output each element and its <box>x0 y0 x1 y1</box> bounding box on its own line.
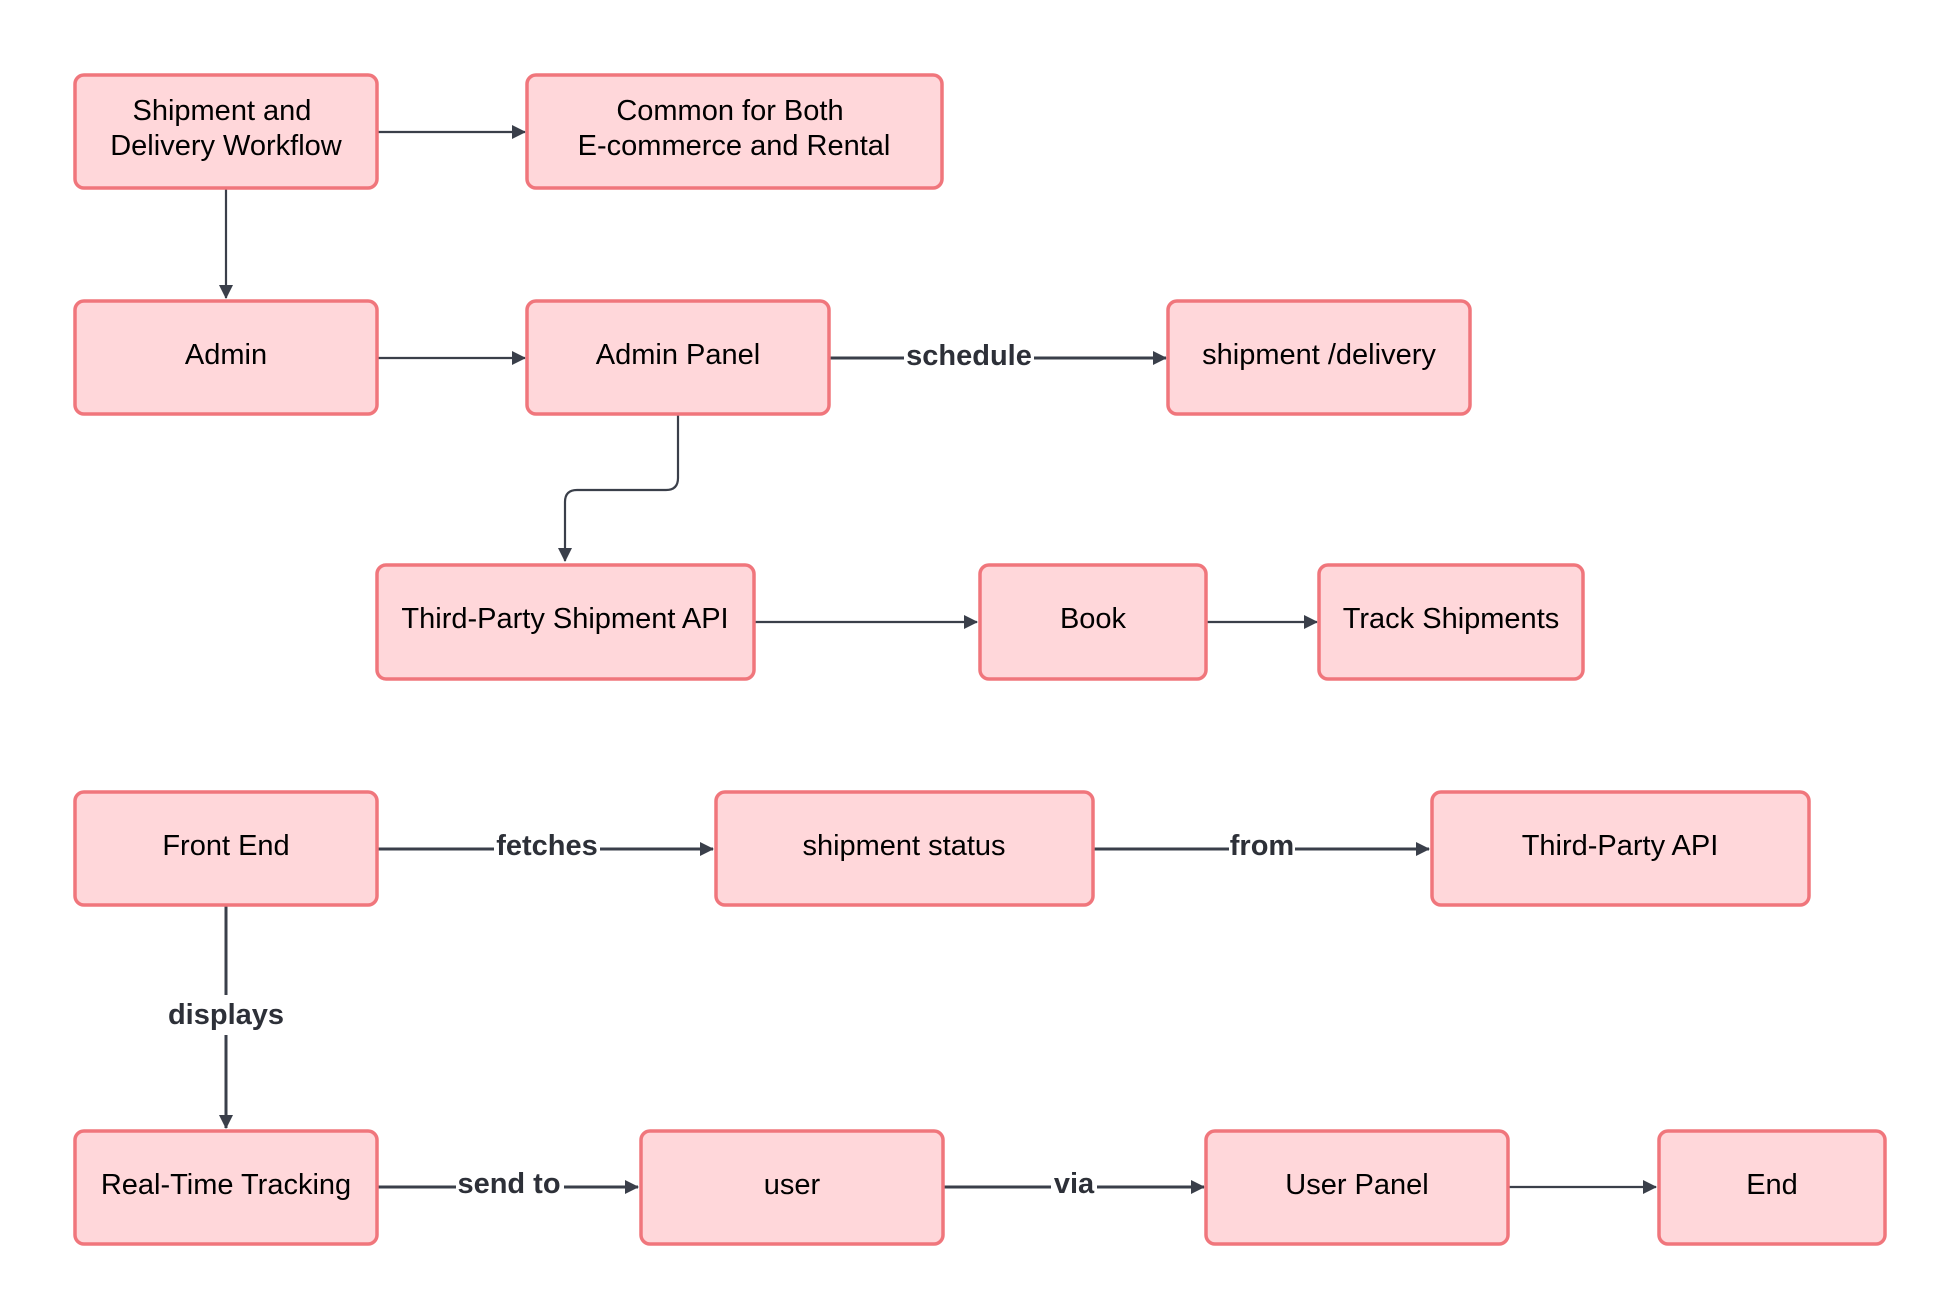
svg-text:Common for Both E-comm: Common for Both E-commerce and Rental <box>578 95 891 162</box>
node-admin-panel[interactable]: Admin Panel <box>525 299 831 416</box>
node-user-panel[interactable]: User Panel <box>1204 1129 1510 1246</box>
node-label-line: Admin <box>185 339 267 371</box>
node-label-line: E-commerce and Rental <box>578 130 891 162</box>
node-label-line: Book <box>1060 603 1127 635</box>
node-track-shipments[interactable]: Track Shipments <box>1317 563 1585 681</box>
node-shipment-delivery-workflow[interactable]: Shipment and Delivery Workflow <box>73 73 379 190</box>
svg-text:shipment status: shipment status <box>802 830 1005 862</box>
node-shipment-delivery[interactable]: shipment /delivery <box>1166 299 1472 416</box>
node-label-line: Common for Both <box>616 95 843 127</box>
edge-label-send-to: send to <box>457 1168 560 1200</box>
edge-label-fetches: fetches <box>496 830 598 862</box>
node-third-party-api[interactable]: Third-Party API <box>1430 790 1811 907</box>
svg-text:Real-Time Tracking: Real-Time Tracking <box>101 1169 351 1201</box>
node-real-time-tracking[interactable]: Real-Time Tracking <box>73 1129 379 1246</box>
node-label-line: Third-Party API <box>1522 830 1719 862</box>
node-user[interactable]: user <box>639 1129 945 1246</box>
svg-text:Third-Party Shipment API: Third-Party Shipment API <box>401 603 728 635</box>
svg-text:shipment /delivery: shipment /delivery <box>1202 339 1436 371</box>
node-label-line: Shipment and <box>132 95 311 127</box>
node-label-line: End <box>1746 1169 1798 1201</box>
node-label-line: Delivery Workflow <box>110 130 343 162</box>
node-label-line: user <box>764 1169 821 1201</box>
svg-text:Admin: Admin <box>185 339 267 371</box>
svg-text:Book: Book <box>1060 603 1127 635</box>
svg-text:Track Shipments: Track Shipments <box>1343 603 1560 635</box>
svg-text:Shipment and Delivery: Shipment and Delivery Workflow <box>110 95 343 162</box>
node-end[interactable]: End <box>1657 1129 1887 1246</box>
edge-admin-panel-to-third-party-shipment-api <box>558 415 680 562</box>
node-label-line: User Panel <box>1285 1169 1428 1201</box>
edge-labels: schedule fetches from displays send to v… <box>165 338 1295 1207</box>
edge-label-via: via <box>1054 1168 1095 1200</box>
node-label-line: Track Shipments <box>1343 603 1560 635</box>
node-label-line: Third-Party Shipment API <box>401 603 728 635</box>
node-label-line: shipment /delivery <box>1202 339 1436 371</box>
edge-label-from: from <box>1230 830 1294 862</box>
svg-text:user: user <box>764 1169 821 1201</box>
node-third-party-shipment-api[interactable]: Third-Party Shipment API <box>375 563 756 681</box>
node-book[interactable]: Book <box>978 563 1208 681</box>
node-label-line: Real-Time Tracking <box>101 1169 351 1201</box>
edge-label-displays: displays <box>168 999 284 1031</box>
node-admin[interactable]: Admin <box>73 299 379 416</box>
node-common-for-both[interactable]: Common for Both E-commerce and Rental <box>525 73 944 190</box>
svg-text:User Panel: User Panel <box>1285 1169 1428 1201</box>
node-front-end[interactable]: Front End <box>73 790 379 907</box>
svg-text:Third-Party API: Third-Party API <box>1522 830 1719 862</box>
node-label-line: shipment status <box>802 830 1005 862</box>
nodes: Shipment and Delivery Workflow Common fo… <box>73 73 1887 1246</box>
node-shipment-status[interactable]: shipment status <box>714 790 1095 907</box>
edge-label-schedule: schedule <box>906 340 1032 372</box>
svg-text:Admin Panel: Admin Panel <box>596 339 760 371</box>
node-label-line: Front End <box>162 830 289 862</box>
node-label-line: Admin Panel <box>596 339 760 371</box>
svg-text:End: End <box>1746 1169 1798 1201</box>
svg-text:Front End: Front End <box>162 830 289 862</box>
